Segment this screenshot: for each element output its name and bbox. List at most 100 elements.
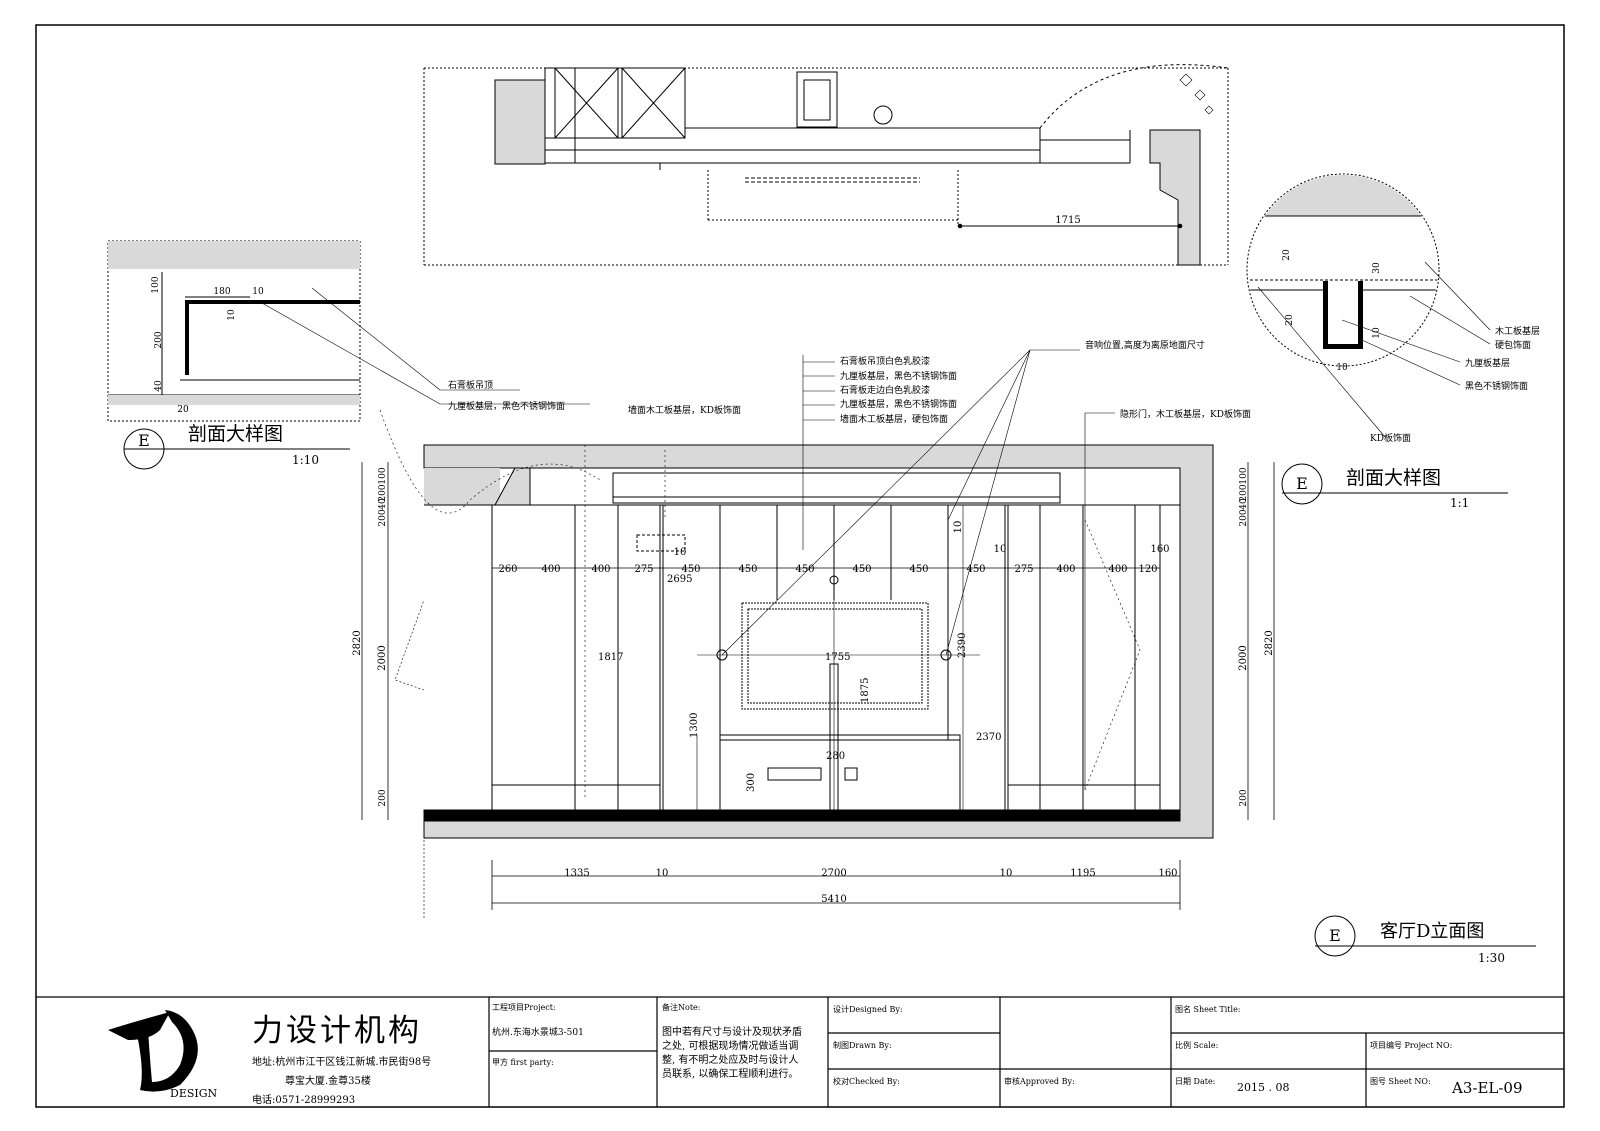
left-vdim-200a: 200 [378, 484, 388, 501]
right-detail-leaders [1257, 261, 1491, 438]
elevation-title: 客厅D立面图 [1380, 921, 1484, 942]
section-detail-left [107, 240, 361, 422]
note-line-4: 员联系, 以确保工程顺利进行。 [662, 1069, 799, 1080]
callout-9mm-board-left: 九厘板基层，黑色不锈钢饰面 [448, 400, 565, 412]
bottom-dim-lines [491, 860, 1181, 910]
sheet-no-label: 图号 Sheet NO: [1370, 1077, 1431, 1086]
section-mark-left: E [138, 431, 150, 450]
left-vdim-200b: 200 [378, 509, 388, 526]
bottom-dim-10b: 10 [1000, 868, 1013, 879]
row-dim-400c: 400 [1056, 564, 1075, 575]
left-vdim-100: 100 [378, 467, 388, 484]
right-vdim-200a: 200 [1239, 484, 1249, 501]
right-detail-dim-20a: 20 [1282, 249, 1292, 261]
right-label-9mm-base: 九厘板基层 [1465, 357, 1510, 369]
note-label: 备注Note: [662, 1003, 701, 1012]
date-value: 2015 . 08 [1237, 1081, 1290, 1094]
left-vdim-200c: 200 [378, 789, 388, 806]
row-dim-10: 10 [994, 544, 1007, 555]
left-detail-dim-10b: 10 [227, 309, 237, 321]
row-dim-450f: 450 [966, 564, 985, 575]
left-vdim-2000: 2000 [377, 645, 388, 670]
section-title-left: 剖面大样图 [188, 423, 283, 445]
callout-gypsum-ceiling: 石膏板吊顶 [448, 379, 493, 391]
right-vdim-lines [1247, 462, 1275, 820]
address-row-1: 地址:杭州市江干区钱江新城.市民街98号 [252, 1053, 431, 1068]
row-dim-275a: 275 [634, 564, 653, 575]
right-label-hard-wrap: 硬包饰面 [1495, 339, 1531, 351]
row-dim-120: 120 [1138, 564, 1157, 575]
elevation-drawing [379, 409, 1214, 920]
inner-dim-280: 280 [826, 751, 845, 762]
row-dim-260: 260 [498, 564, 517, 575]
left-vdim-lines [361, 462, 389, 820]
inner-dim-300: 300 [746, 773, 757, 792]
row-dim-160: 160 [1150, 544, 1169, 555]
right-vdim-200b: 200 [1239, 509, 1249, 526]
right-label-kd-board: KD板饰面 [1370, 432, 1411, 444]
row-dim-10c: 10 [953, 521, 964, 534]
top-plan-view: 1715 [423, 64, 1229, 266]
callout-hidden-door: 隐形门，木工板基层，KD板饰面 [1120, 408, 1251, 420]
inner-dim-2370: 2370 [976, 732, 1001, 743]
section-mark-right: E [1296, 474, 1308, 493]
callout-speaker: 音响位置,高度为离原地面尺寸 [1085, 339, 1205, 351]
left-vdim-40: 40 [378, 498, 388, 510]
inner-dim-1817: 1817 [598, 652, 623, 663]
right-detail-dim-10b: 10 [1336, 363, 1348, 373]
callout-c1: 石膏板吊顶白色乳胶漆 [840, 355, 930, 367]
row-dim-400d: 400 [1108, 564, 1127, 575]
inner-dim-2390: 2390 [957, 633, 968, 658]
scale-label: 比例 Scale: [1175, 1041, 1219, 1050]
logo-text: DESIGN [170, 1087, 218, 1100]
right-label-black-steel: 黑色不锈钢饰面 [1465, 380, 1528, 392]
note-line-3: 整, 有不明之处应及时与设计人 [662, 1055, 799, 1066]
note-line-1: 图中若有尺寸与设计及现状矛盾 [662, 1027, 802, 1038]
elevation-leaders [721, 349, 1115, 790]
drawn-by-label: 制图Drawn By: [833, 1041, 892, 1050]
row-dim-400b: 400 [591, 564, 610, 575]
bottom-dim-1195: 1195 [1070, 868, 1095, 879]
section-mark-circle-right [1281, 463, 1323, 505]
right-detail-dim-30: 30 [1372, 262, 1382, 274]
row-dim-450c: 450 [795, 564, 814, 575]
section-scale-left: 1:10 [292, 453, 319, 467]
left-detail-leaders [261, 287, 590, 405]
inner-dim-1300: 1300 [689, 713, 700, 738]
row-dim-450d: 450 [852, 564, 871, 575]
bottom-dim-10a: 10 [656, 868, 669, 879]
sheet-title-label: 图名 Sheet Title: [1175, 1005, 1241, 1014]
section-detail-right [1246, 173, 1440, 367]
row-dim-400a: 400 [541, 564, 560, 575]
section-scale-right: 1:1 [1450, 496, 1469, 510]
right-detail-dim-20b: 20 [1285, 314, 1295, 326]
approved-by-label: 审核Approved By: [1004, 1077, 1075, 1086]
row-dim-10b: 10 [674, 547, 687, 558]
callout-c2: 九厘板基层，黑色不锈钢饰面 [840, 370, 957, 382]
sheet-border [35, 24, 1565, 1108]
address-label: 地址: [252, 1057, 276, 1068]
phone-value: 0571-28999293 [275, 1095, 356, 1106]
right-vdim-100: 100 [1239, 467, 1249, 484]
date-label: 日期 Date: [1175, 1077, 1216, 1086]
plan-dim-1715: 1715 [1055, 215, 1080, 226]
checked-by-label: 校对Checked By: [833, 1077, 900, 1086]
section-title-right: 剖面大样图 [1346, 467, 1441, 489]
row-dim-450b: 450 [738, 564, 757, 575]
bottom-dim-2700: 2700 [821, 868, 846, 879]
project-value: 杭州.东海水景城3-501 [492, 1028, 584, 1038]
callout-c4: 九厘板基层，黑色不锈钢饰面 [840, 398, 957, 410]
note-line-2: 之处, 可根据现场情况做适当调 [662, 1041, 799, 1052]
left-detail-dim-20: 20 [177, 405, 189, 415]
project-no-label: 项目编号 Project NO: [1370, 1041, 1453, 1050]
inner-dim-1875: 1875 [860, 678, 871, 703]
designed-by-label: 设计Designed By: [833, 1005, 903, 1014]
phone-label: 电话: [252, 1095, 276, 1106]
phone-row: 电话:0571-28999293 [252, 1091, 355, 1106]
right-vdim-2820: 2820 [1264, 630, 1275, 655]
row-dim-450e: 450 [909, 564, 928, 575]
note-text: 图中若有尺寸与设计及现状矛盾 之处, 可根据现场情况做适当调 整, 有不明之处应… [662, 1026, 802, 1082]
title-block-grid [36, 996, 1564, 1107]
bottom-dim-1335: 1335 [564, 868, 589, 879]
